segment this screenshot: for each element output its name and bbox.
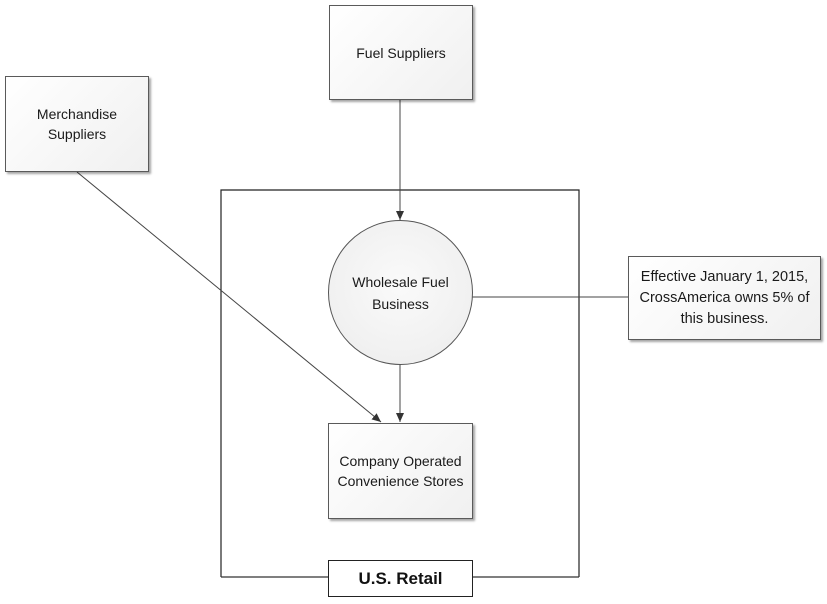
company-operated-stores-label: Company Operated Convenience Stores <box>337 453 464 489</box>
wholesale-fuel-business-node[interactable]: Wholesale Fuel Business <box>328 220 473 365</box>
edge-merchandise-to-stores <box>76 171 382 423</box>
company-operated-stores-node[interactable]: Company Operated Convenience Stores <box>328 423 473 519</box>
ownership-note-text: Effective January 1, 2015, CrossAmerica … <box>639 268 810 327</box>
us-retail-label: U.S. Retail <box>358 568 443 588</box>
ownership-note: Effective January 1, 2015, CrossAmerica … <box>628 256 821 340</box>
us-retail-node[interactable]: U.S. Retail <box>328 560 473 597</box>
merchandise-suppliers-label: Merchandise Suppliers <box>36 106 118 142</box>
fuel-suppliers-label: Fuel Suppliers <box>356 44 446 61</box>
wholesale-fuel-business-label: Wholesale Fuel Business <box>352 273 449 312</box>
fuel-suppliers-node[interactable]: Fuel Suppliers <box>329 5 473 100</box>
merchandise-suppliers-node[interactable]: Merchandise Suppliers <box>5 76 149 172</box>
